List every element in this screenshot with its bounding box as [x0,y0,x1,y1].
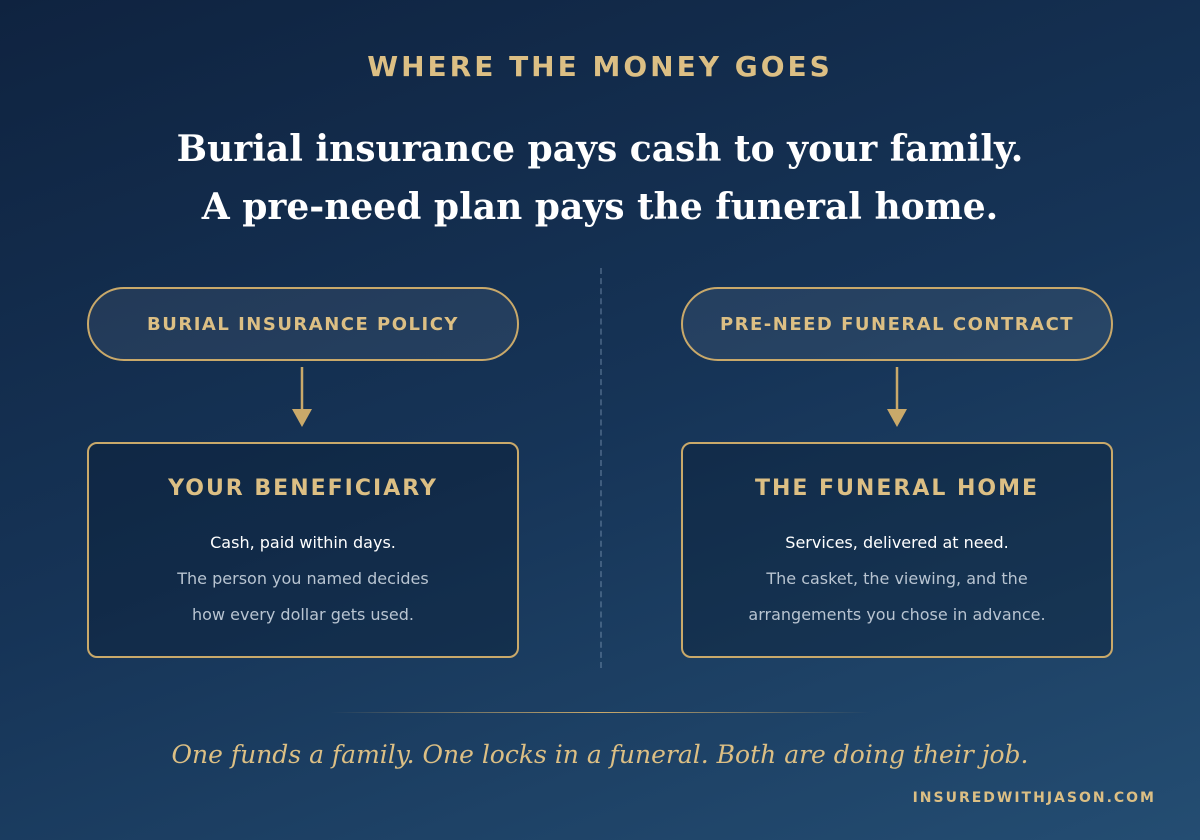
eyebrow-title: WHERE THE MONEY GOES [367,50,833,83]
recipient-title: THE FUNERAL HOME [754,476,1040,501]
recipient-description-line-2: arrangements you chose in advance. [748,605,1046,624]
recipient-lead: Cash, paid within days. [210,533,396,552]
recipient-description: The person you named decides how every d… [89,561,517,633]
recipient-description-line-2: how every dollar gets used. [192,605,414,624]
recipient-node-beneficiary: YOUR BENEFICIARY Cash, paid within days.… [87,442,519,658]
headline: Burial insurance pays cash to your famil… [0,120,1200,236]
source-node-label: PRE-NEED FUNERAL CONTRACT [719,313,1075,335]
source-node-burial-insurance: BURIAL INSURANCE POLICY [87,287,519,361]
recipient-node-funeral-home: THE FUNERAL HOME Services, delivered at … [681,442,1113,658]
site-url: INSUREDWITHJASON.COM [912,790,1156,806]
center-divider [600,268,602,668]
recipient-description: The casket, the viewing, and the arrange… [683,561,1111,633]
arrow-down-icon [887,367,907,427]
recipient-lead: Services, delivered at need. [785,533,1009,552]
source-node-pre-need-contract: PRE-NEED FUNERAL CONTRACT [681,287,1113,361]
tagline: One funds a family. One locks in a funer… [171,740,1029,769]
headline-line-1: Burial insurance pays cash to your famil… [176,128,1024,170]
bottom-divider [330,712,870,713]
recipient-description-line-1: The person you named decides [177,569,429,588]
recipient-title: YOUR BENEFICIARY [168,476,438,501]
arrow-down-icon [292,367,312,427]
source-node-label: BURIAL INSURANCE POLICY [147,313,459,335]
recipient-description-line-1: The casket, the viewing, and the [766,569,1028,588]
headline-line-2: A pre-need plan pays the funeral home. [201,186,999,228]
